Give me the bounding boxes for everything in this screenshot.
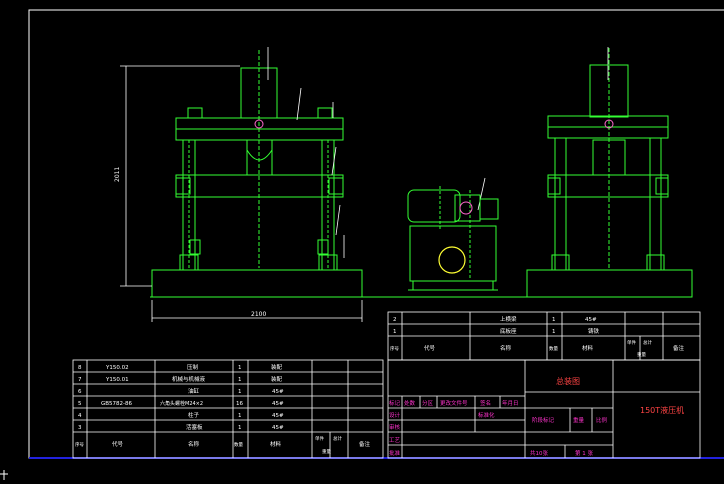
- upper-row-2-no: 2: [393, 317, 397, 323]
- upper-row-1-no: 1: [393, 329, 397, 335]
- tb-design: 设计: [389, 411, 401, 419]
- bom-row-7-code: Y150.01: [105, 377, 129, 383]
- upper-header-total: 总计: [643, 339, 652, 346]
- bom-row-5-material: 45#: [272, 401, 284, 407]
- upper-header-code: 代号: [424, 344, 436, 352]
- bom-row-4-qty: 1: [238, 413, 242, 419]
- tb-standard: 标准化: [478, 411, 495, 419]
- hydraulic-power-unit: [407, 186, 499, 291]
- product-name: 150T液压机: [640, 405, 684, 415]
- bom-row-4-material: 45#: [272, 413, 284, 419]
- title-block: [387, 359, 701, 459]
- side-view-pin: [604, 119, 614, 129]
- bom-row-3-material: 45#: [272, 425, 284, 431]
- press-side-view: [547, 48, 669, 271]
- tb-stage-mark: 阶段标记: [532, 416, 555, 424]
- bom-header-name: 名称: [188, 440, 200, 448]
- bom-row-7-name: 机械与机械液: [172, 375, 206, 383]
- bom-row-6-name: 油缸: [188, 387, 200, 395]
- upper-header-name: 名称: [500, 344, 512, 352]
- press-front-view: [175, 50, 344, 271]
- front-view-pin: [254, 119, 264, 129]
- upper-row-1-name: 底板座: [500, 327, 517, 335]
- upper-row-1-qty: 1: [552, 329, 556, 335]
- bom-row-8-name: 压制: [187, 363, 199, 371]
- bom-row-4-name: 柱子: [188, 411, 200, 419]
- upper-header-single: 单件: [627, 339, 636, 346]
- tb-change-doc: 更改文件号: [440, 399, 468, 407]
- upper-header-weight: 重量: [637, 351, 646, 358]
- bom-row-7-material: 装配: [271, 375, 283, 383]
- upper-header-note: 备注: [673, 344, 685, 352]
- bom-row-6-material: 45#: [272, 389, 284, 395]
- bom-row-7-no: 7: [78, 377, 82, 383]
- bom-row-5-no: 5: [78, 401, 82, 407]
- tb-scale: 比例: [596, 416, 608, 424]
- bom-row-8-material: 装配: [271, 363, 283, 371]
- tb-sheet-no: 第 1 张: [575, 449, 593, 457]
- upper-row-2-name: 上横梁: [500, 315, 517, 323]
- upper-header-qty: 数量: [549, 345, 558, 352]
- tb-process: 工艺: [389, 437, 401, 444]
- drawing-frame: [0, 9, 724, 480]
- height-dimension-label: 2011: [114, 167, 121, 182]
- bom-row-8-no: 8: [78, 365, 82, 371]
- bom-row-5-code: GB5782-86: [101, 401, 133, 407]
- bom-row-6-no: 6: [78, 389, 82, 395]
- ground-line: [150, 269, 693, 298]
- tb-zone: 分区: [422, 399, 434, 407]
- dimension-lines: [120, 47, 609, 322]
- bom-header-code: 代号: [112, 440, 124, 448]
- bom-row-8-code: Y150.02: [105, 365, 129, 371]
- bom-row-7-qty: 1: [238, 377, 242, 383]
- tb-review: 审核: [389, 423, 401, 431]
- tb-sheets-total: 共10张: [530, 449, 548, 457]
- bom-header-material: 材料: [270, 440, 282, 448]
- lower-parts-list: [72, 359, 384, 459]
- bom-header-weight: 重量: [322, 448, 331, 455]
- upper-header-no: 序号: [390, 345, 399, 352]
- bom-row-4-no: 4: [78, 413, 82, 419]
- drawing-name: 总装图: [556, 376, 580, 386]
- bom-row-5-name: 六角头螺栓M24×2: [160, 400, 203, 407]
- bom-row-5-qty: 16: [236, 401, 243, 407]
- bom-header-note: 备注: [359, 440, 371, 448]
- upper-row-2-qty: 1: [552, 317, 556, 323]
- width-dimension-label: 2100: [251, 311, 266, 318]
- upper-parts-list: [387, 311, 701, 361]
- tb-sign: 签名: [480, 399, 491, 407]
- tb-date: 年月日: [502, 399, 519, 407]
- bom-header-single: 单件: [315, 435, 324, 442]
- oil-tank-window: [438, 246, 466, 274]
- bom-header-qty: 数量: [234, 441, 243, 448]
- upper-header-material: 材料: [582, 344, 594, 352]
- bom-row-3-no: 3: [78, 425, 82, 431]
- bom-row-6-qty: 1: [238, 389, 242, 395]
- tb-weight: 重量: [573, 416, 585, 424]
- bom-row-8-qty: 1: [238, 365, 242, 371]
- bom-header-no: 序号: [75, 441, 84, 448]
- pump-coupling: [459, 201, 473, 215]
- upper-row-2-material: 45#: [585, 317, 597, 323]
- bom-header-total: 总计: [333, 435, 342, 442]
- tb-count: 处数: [404, 399, 416, 407]
- tb-approve: 批准: [389, 449, 401, 457]
- bom-row-3-qty: 1: [238, 425, 242, 431]
- upper-row-1-material: 铸铁: [588, 327, 600, 335]
- tb-mark: 标记: [389, 399, 401, 407]
- bom-row-3-name: 活塞板: [186, 423, 203, 431]
